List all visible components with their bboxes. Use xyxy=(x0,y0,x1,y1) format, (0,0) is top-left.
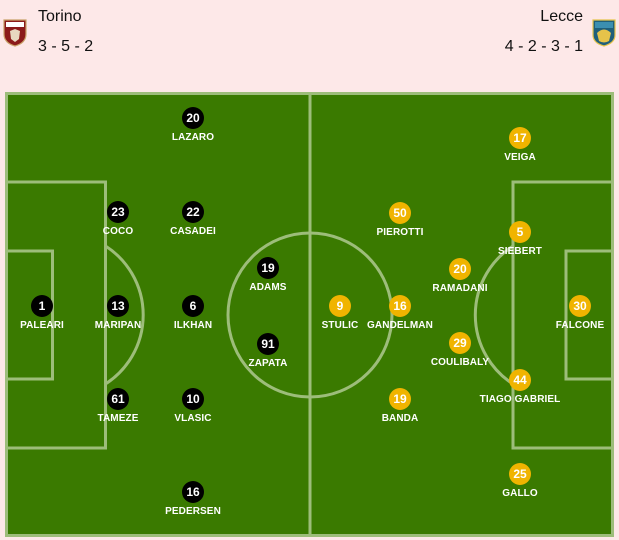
player-number: 91 xyxy=(257,333,279,355)
player-name: PALEARI xyxy=(20,320,64,331)
player-name: MARIPAN xyxy=(94,320,142,331)
player-name: BANDA xyxy=(381,413,419,424)
home-player-8[interactable]: 10 VLASIC xyxy=(133,388,253,424)
player-name: VLASIC xyxy=(174,413,212,424)
home-player-6[interactable]: 22 CASADEI xyxy=(133,201,253,237)
player-number: 9 xyxy=(329,295,351,317)
player-name: SIEBERT xyxy=(497,246,543,257)
away-player-2[interactable]: 17 VEIGA xyxy=(460,127,580,163)
away-player-7[interactable]: 29 COULIBALY xyxy=(400,332,520,368)
home-player-5[interactable]: 20 LAZARO xyxy=(133,107,253,143)
player-name: VEIGA xyxy=(504,152,536,163)
player-name: COCO xyxy=(102,226,134,237)
player-number: 1 xyxy=(31,295,53,317)
player-name: LAZARO xyxy=(171,132,215,143)
player-number: 50 xyxy=(389,202,411,224)
lecce-crest-icon xyxy=(591,17,617,47)
away-player-9[interactable]: 16 GANDELMAN xyxy=(340,295,460,331)
away-player-5[interactable]: 25 GALLO xyxy=(460,463,580,499)
player-name: COULIBALY xyxy=(430,357,490,368)
player-name: ZAPATA xyxy=(248,358,288,369)
player-number: 10 xyxy=(182,388,204,410)
away-player-3[interactable]: 5 SIEBERT xyxy=(460,221,580,257)
home-player-4[interactable]: 61 TAMEZE xyxy=(58,388,178,424)
home-team-name: Torino xyxy=(38,8,82,25)
player-name: TIAGO GABRIEL xyxy=(479,394,561,405)
player-name: PEDERSEN xyxy=(165,506,221,517)
player-number: 13 xyxy=(107,295,129,317)
away-player-4[interactable]: 44 TIAGO GABRIEL xyxy=(460,369,580,405)
player-name: STULIC xyxy=(321,320,359,331)
player-number: 19 xyxy=(389,388,411,410)
player-number: 22 xyxy=(182,201,204,223)
home-player-3[interactable]: 23 COCO xyxy=(58,201,178,237)
player-name: CASADEI xyxy=(170,226,216,237)
player-name: FALCONE xyxy=(555,320,605,331)
away-formation: 4 - 2 - 3 - 1 xyxy=(504,38,583,55)
away-player-11[interactable]: 9 STULIC xyxy=(280,295,400,331)
home-player-7[interactable]: 6 ILKHAN xyxy=(133,295,253,331)
player-number: 44 xyxy=(509,369,531,391)
player-name: RAMADANI xyxy=(432,283,488,294)
torino-crest-icon xyxy=(2,17,28,47)
player-number: 16 xyxy=(182,481,204,503)
player-name: TAMEZE xyxy=(97,413,139,424)
player-name: GALLO xyxy=(502,488,538,499)
home-player-10[interactable]: 19 ADAMS xyxy=(208,257,328,293)
away-team-name: Lecce xyxy=(540,8,583,25)
away-player-10[interactable]: 19 BANDA xyxy=(340,388,460,424)
player-number: 20 xyxy=(182,107,204,129)
home-player-1[interactable]: 1 PALEARI xyxy=(0,295,102,331)
pitch: 1 PALEARI 13 MARIPAN 23 COCO 61 TAMEZE 2… xyxy=(5,92,614,537)
player-number: 29 xyxy=(449,332,471,354)
home-player-9[interactable]: 16 PEDERSEN xyxy=(133,481,253,517)
match-header: Torino 3 - 5 - 2 Lecce 4 - 2 - 3 - 1 xyxy=(0,0,619,92)
player-number: 17 xyxy=(509,127,531,149)
away-player-8[interactable]: 50 PIEROTTI xyxy=(340,202,460,238)
home-formation: 3 - 5 - 2 xyxy=(38,38,94,55)
player-number: 30 xyxy=(569,295,591,317)
player-number: 5 xyxy=(509,221,531,243)
home-player-11[interactable]: 91 ZAPATA xyxy=(208,333,328,369)
player-number: 23 xyxy=(107,201,129,223)
player-name: PIEROTTI xyxy=(376,227,424,238)
away-player-1[interactable]: 30 FALCONE xyxy=(520,295,619,331)
player-number: 20 xyxy=(449,258,471,280)
player-number: 19 xyxy=(257,257,279,279)
pitch-markings xyxy=(5,92,614,537)
home-player-2[interactable]: 13 MARIPAN xyxy=(58,295,178,331)
away-player-6[interactable]: 20 RAMADANI xyxy=(400,258,520,294)
player-name: GANDELMAN xyxy=(367,320,433,331)
player-number: 6 xyxy=(182,295,204,317)
player-name: ILKHAN xyxy=(173,320,213,331)
player-number: 16 xyxy=(389,295,411,317)
player-number: 25 xyxy=(509,463,531,485)
player-number: 61 xyxy=(107,388,129,410)
player-name: ADAMS xyxy=(249,282,287,293)
